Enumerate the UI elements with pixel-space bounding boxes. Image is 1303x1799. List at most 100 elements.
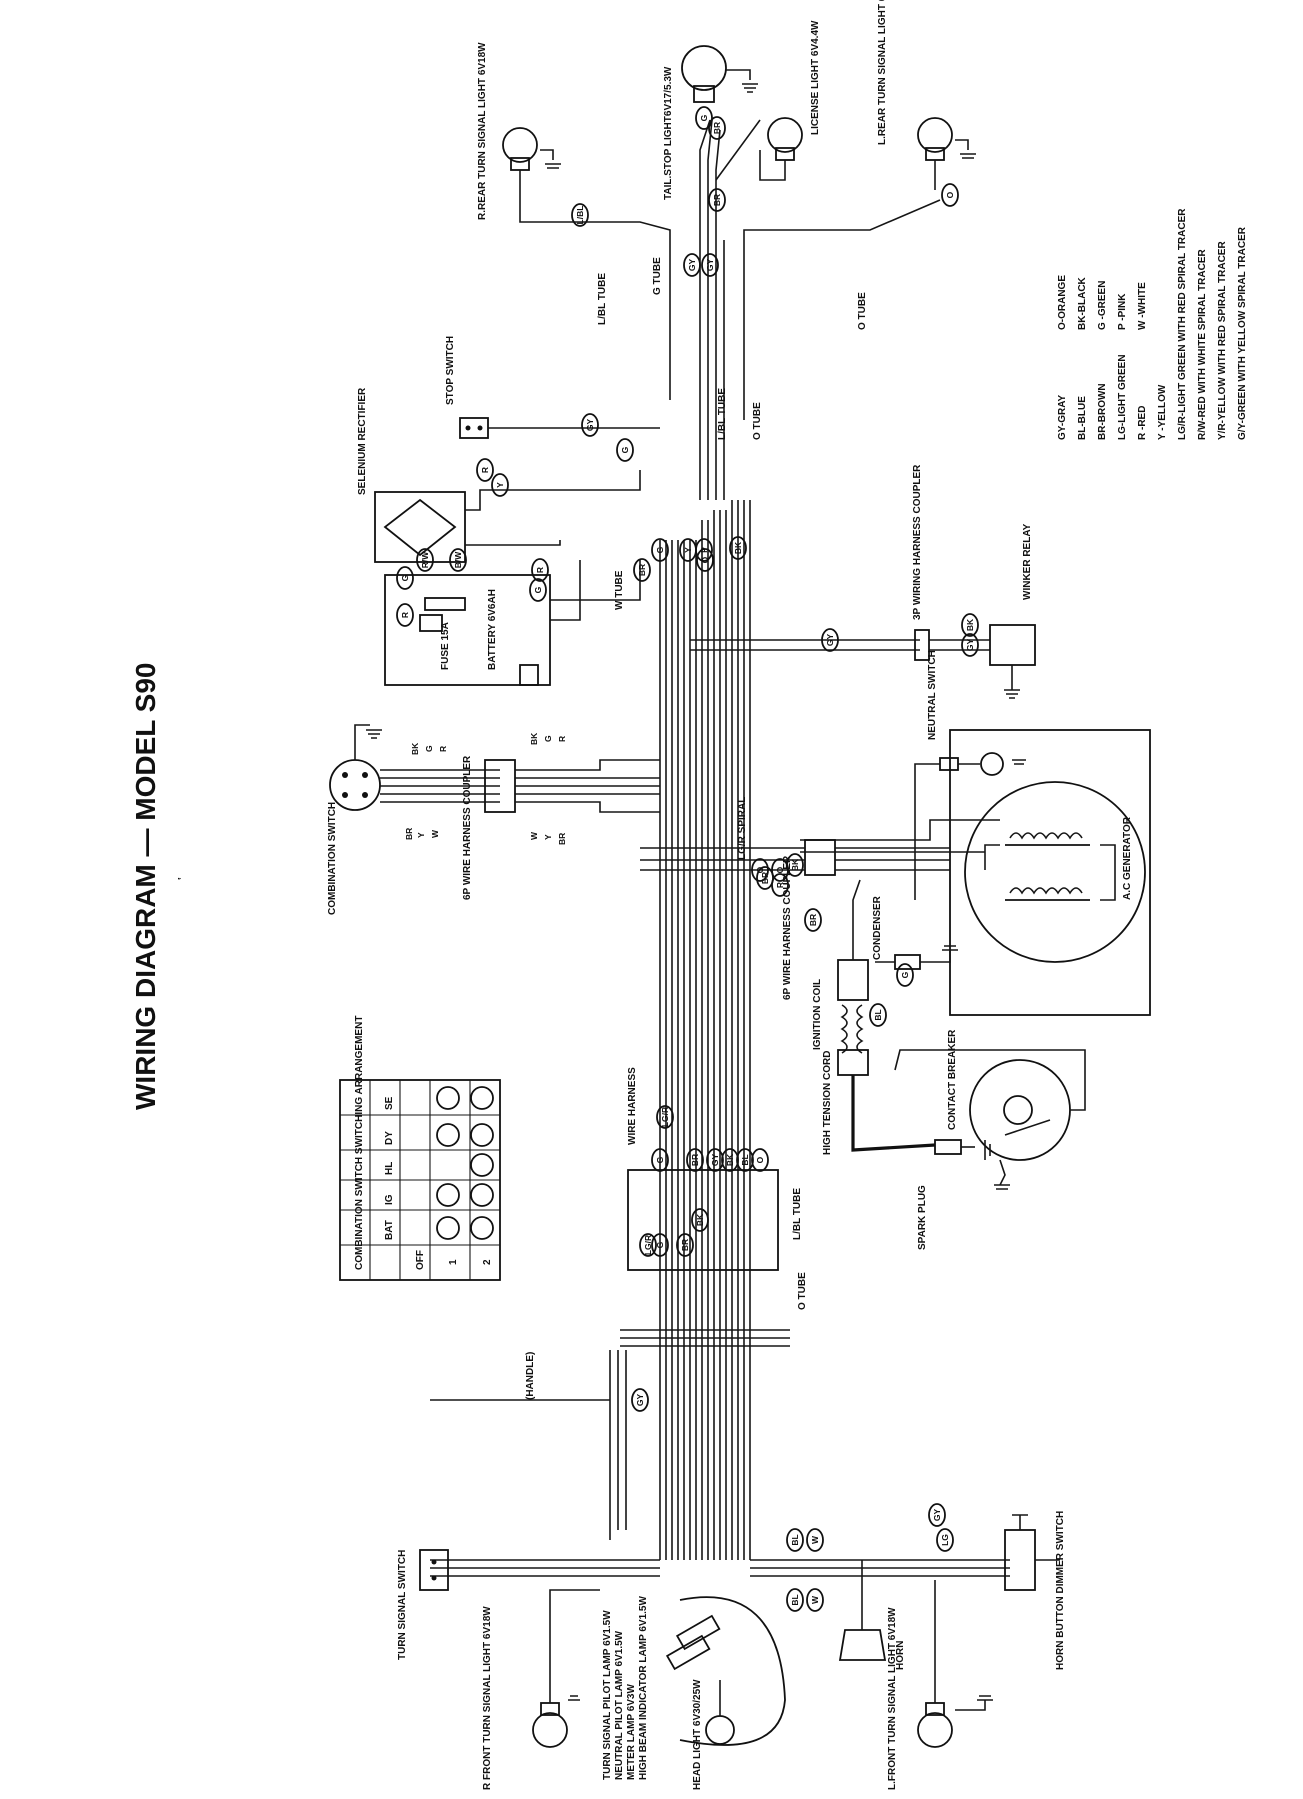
wire-connector-code: BR xyxy=(637,564,647,576)
legend-entry: Y/R-YELLOW WITH RED SPIRAL TRACER xyxy=(1217,241,1228,440)
high-tension-cord-label: HIGH TENSION CORD xyxy=(822,1051,833,1155)
cp-bot-code: Y xyxy=(543,834,553,840)
wire-connector: O xyxy=(941,183,959,207)
wire-connector: R/W xyxy=(416,548,434,572)
wire-connector-code: BK xyxy=(695,1213,705,1226)
wire-connector: BL xyxy=(869,1003,887,1027)
switch-contact xyxy=(470,1086,494,1110)
diagram-title: WIRING DIAGRAM — MODEL S90 xyxy=(130,662,161,1110)
r-rear-turn-label: R.REAR TURN SIGNAL LIGHT 6V18W xyxy=(477,42,488,220)
wire-connector: GY xyxy=(683,253,701,277)
l-front-turn-label: L.FRONT TURN SIGNAL LIGHT 6V18W xyxy=(887,1607,898,1790)
wire-connector: B/W xyxy=(449,548,467,572)
cp-top-code: R xyxy=(557,736,567,742)
winker-relay-label: WINKER RELAY xyxy=(1022,523,1033,600)
wire-connector: GY xyxy=(928,1503,946,1527)
selenium-rectifier xyxy=(374,470,641,563)
winker-relay xyxy=(989,624,1036,699)
neutral-switch xyxy=(914,752,1026,900)
wire-connector: R xyxy=(531,558,549,582)
wire-connector: Y xyxy=(679,538,697,562)
wire-connector-code: GY xyxy=(585,419,595,432)
turn-signal-switch-label: TURN SIGNAL SWITCH xyxy=(397,1550,408,1660)
wire-connector-code: B/W xyxy=(453,551,463,569)
wire-connector-code: BR xyxy=(712,122,722,134)
wire-connector: BL xyxy=(736,1148,754,1172)
row-label: OFF xyxy=(415,1250,426,1270)
g-tube-label: G TUBE xyxy=(652,257,663,295)
horn-button-dimmer xyxy=(1004,1514,1060,1591)
contact-breaker xyxy=(894,1049,1086,1190)
wire-connector: W xyxy=(806,1588,824,1612)
wire-connector: GY xyxy=(961,633,979,657)
switch-contact xyxy=(470,1216,494,1240)
wire-connector-code: GY xyxy=(687,259,697,272)
r-rear-turn-light xyxy=(502,127,580,223)
wire-connector-code: BR xyxy=(760,872,770,884)
wire-connector-code: L/BL xyxy=(575,206,585,225)
tail-stop-light xyxy=(681,45,758,103)
cp-top-code: G xyxy=(543,735,553,742)
legend-entry: O-ORANGE xyxy=(1057,275,1068,330)
neutral-switch-label: NEUTRAL SWITCH xyxy=(927,650,938,740)
wire-connector-code: R xyxy=(400,612,410,618)
wire-connector-code: GY xyxy=(965,639,975,652)
contact-breaker-label: CONTACT BREAKER xyxy=(947,1029,958,1130)
wire-connector-code: BR xyxy=(690,1154,700,1166)
horn-button-label: HORN BUTTON DIMMER SWITCH xyxy=(1055,1511,1066,1670)
neutral-pilot-label: NEUTRAL PILOT LAMP 6V1.5W xyxy=(614,1630,625,1780)
coupler-6p-mid xyxy=(640,839,950,876)
ignition-coil xyxy=(837,879,869,1076)
combination-switch-label: COMBINATION SWITCH xyxy=(327,802,338,915)
wire-connector: O xyxy=(751,1148,769,1172)
wire-connector: BR xyxy=(686,1148,704,1172)
wire-connector-code: BR xyxy=(680,1239,690,1251)
wire-connector-code: G xyxy=(655,1241,665,1248)
wire-connector: LG/R xyxy=(639,1233,657,1257)
sw-bot-code: BR xyxy=(404,828,414,840)
coupler-6p-left-label: 6P WIRE HARNESS COUPLER xyxy=(462,755,473,900)
wire-connector-code: BK xyxy=(733,541,743,554)
wire-connector-code: BR xyxy=(808,914,818,926)
wire-connector-code: G xyxy=(620,446,630,453)
sw-bot-code: W xyxy=(430,829,440,838)
wire-connector: BK xyxy=(786,853,804,877)
wire-connector: BL xyxy=(786,1588,804,1612)
col-header: IG xyxy=(384,1194,395,1205)
wire-connector-code: GY xyxy=(705,259,715,272)
license-light xyxy=(759,117,803,181)
spark-plug-label: SPARK PLUG xyxy=(917,1185,928,1250)
r-front-turn-label: R FRONT TURN SIGNAL LIGHT 6V18W xyxy=(482,1606,493,1790)
wire-connector-code: O xyxy=(775,866,785,873)
coupler-3p xyxy=(690,629,990,661)
cp-bot-code: BR xyxy=(557,833,567,845)
r-front-turn-light xyxy=(532,1589,600,1748)
col-header: DY xyxy=(384,1131,395,1145)
turn-signal-switch xyxy=(419,1549,449,1591)
legend-entry: LG-LIGHT GREEN xyxy=(1117,354,1128,440)
wire-connector: BL xyxy=(786,1528,804,1552)
switch-table xyxy=(339,1079,501,1281)
wire-connector-code: R xyxy=(535,567,545,573)
legend-entry: G/Y-GREEN WITH YELLOW SPIRAL TRACER xyxy=(1237,226,1248,440)
legend-entry: W -WHITE xyxy=(1137,282,1148,330)
wire-connector: GY xyxy=(631,1388,649,1412)
cp-bot-code: W xyxy=(529,831,539,840)
wire-connector: BK xyxy=(691,1208,709,1232)
wire-connector: BR xyxy=(756,866,774,890)
wire-connector: BK xyxy=(729,536,747,560)
sw-top-code: BK xyxy=(410,742,420,755)
wire-connector-code: BL xyxy=(873,1009,883,1020)
handle-label: (HANDLE) xyxy=(525,1352,536,1400)
legend-entry: Y -YELLOW xyxy=(1157,384,1168,440)
col-header: HL xyxy=(384,1162,395,1175)
switch-table-title: COMBINATION SWITCH SWITCHING ARRANGEMENT xyxy=(354,1016,365,1270)
switch-contact xyxy=(470,1153,494,1177)
lbl-tube-top-label: L/BL TUBE xyxy=(597,273,608,325)
switch-contact xyxy=(470,1123,494,1147)
lower-harness xyxy=(430,1169,1010,1577)
tail-stop-light-label: TAIL.STOP LIGHT6V17/5.3W xyxy=(663,66,674,200)
wire-connector: Y xyxy=(491,473,509,497)
wire-connector: G xyxy=(651,1233,669,1257)
cp-top-code: BK xyxy=(529,732,539,745)
